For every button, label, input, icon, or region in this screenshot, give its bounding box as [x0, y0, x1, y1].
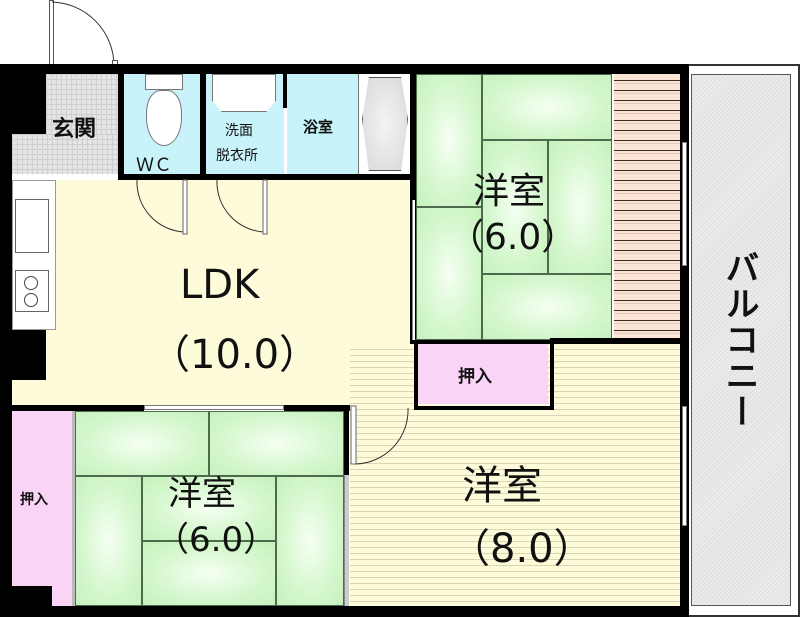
ldk-room	[12, 180, 412, 406]
toilet-tank-icon	[145, 74, 183, 90]
tatami-mat	[209, 411, 344, 476]
tatami-mat	[482, 74, 612, 140]
wc-door-swing-icon	[136, 179, 188, 235]
tatami-mat	[142, 476, 276, 541]
ldk-size: （10.0）	[150, 332, 320, 378]
entrance-floor-lower	[12, 134, 118, 174]
window-ne[interactable]	[682, 142, 687, 266]
kitchen-wall-block	[12, 330, 46, 380]
wall-sw-se	[344, 405, 349, 475]
entrance-label: 玄関	[52, 117, 97, 142]
se-room-door-swing-icon	[350, 405, 409, 465]
tatami-mat	[482, 274, 612, 340]
bath-label: 浴室	[303, 118, 334, 136]
entrance-floor	[46, 74, 118, 134]
wc-label: ＷＣ	[136, 155, 172, 176]
burner-icon	[24, 276, 38, 290]
washroom-door-swing-icon	[216, 179, 268, 235]
bathtub-inner-icon	[362, 77, 408, 171]
western-room-se-top	[554, 344, 680, 410]
western-room-ne-size: （6.0）	[448, 217, 578, 258]
closet-left-label: 押入	[20, 492, 48, 508]
wall-sw-se-lower	[344, 475, 349, 606]
western-room-sw-label: 洋室	[168, 474, 236, 514]
closet-center-border	[414, 340, 554, 410]
western-room-ne-label: 洋室	[473, 171, 546, 212]
burner-icon	[24, 293, 38, 307]
entrance-door-swing-icon	[51, 1, 115, 67]
wc-wall-right	[200, 64, 206, 180]
wall-ne-se	[550, 338, 680, 344]
western-room-se-size: （8.0）	[450, 526, 594, 572]
window-se[interactable]	[682, 406, 687, 526]
tatami-mat	[75, 476, 142, 606]
sliding-door-sw[interactable]	[144, 405, 284, 410]
wet-area-wall-bottom	[118, 174, 414, 180]
ldk-label: LDK	[180, 262, 260, 308]
western-room-sw-size: （6.0）	[155, 520, 278, 560]
wc-wall-left	[118, 64, 124, 180]
sliding-door[interactable]	[412, 200, 415, 340]
tatami-mat	[276, 476, 344, 606]
closet-left-wall-block	[12, 586, 52, 606]
washroom-wall-right	[283, 74, 287, 108]
wood-deck-strip	[614, 74, 680, 338]
wall-bottom	[0, 606, 688, 617]
washroom-label-2: 脱衣所	[216, 148, 258, 164]
tatami-mat	[142, 541, 276, 606]
closet-left	[12, 411, 72, 606]
closet-center-fill	[418, 344, 548, 404]
wall-top	[0, 64, 688, 74]
western-room-se-label: 洋室	[462, 463, 542, 509]
wall-ldk-sw	[12, 405, 144, 411]
entrance-wall-block	[12, 74, 46, 134]
kitchen-sink-icon	[15, 199, 49, 253]
toilet-bowl-icon	[146, 90, 182, 146]
tatami-mat	[416, 207, 482, 340]
tatami-mat	[75, 411, 209, 476]
sink-icon	[212, 74, 276, 112]
closet-center-label-top: 押入	[458, 367, 492, 387]
balcony	[691, 74, 791, 606]
wall-right	[680, 64, 689, 617]
tatami-mat	[482, 140, 548, 274]
balcony-label: バルコニー	[719, 250, 759, 430]
tatami-mat	[416, 74, 482, 207]
wall-left	[0, 64, 12, 617]
wall-ldk-sw-2	[284, 405, 350, 411]
tatami-mat	[548, 140, 612, 274]
washroom-label-1: 洗面	[225, 123, 253, 139]
